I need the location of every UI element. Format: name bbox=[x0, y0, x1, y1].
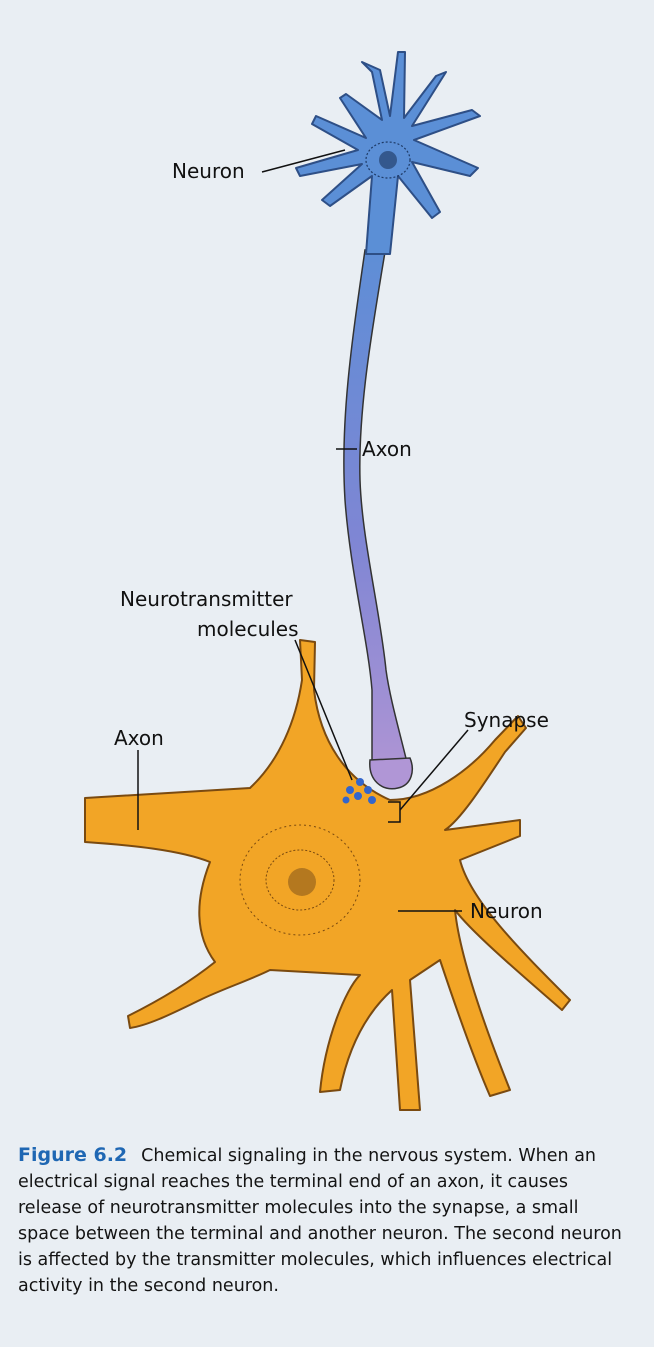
molecule bbox=[356, 778, 364, 786]
synapse-bracket bbox=[388, 801, 401, 823]
molecule bbox=[364, 786, 372, 794]
leader-neuron-top bbox=[261, 149, 346, 173]
neurotransmitter-molecules bbox=[342, 778, 376, 804]
neuron-bottom-body bbox=[84, 639, 571, 1111]
nucleus-top bbox=[365, 141, 411, 179]
label-neurotransmitter: Neurotransmitter bbox=[120, 587, 293, 611]
molecule bbox=[354, 792, 362, 800]
nucleus-bottom-outer bbox=[239, 824, 361, 936]
label-axon-bottom: Axon bbox=[114, 726, 164, 750]
leader-nt-molecules bbox=[294, 639, 353, 781]
label-molecules: molecules bbox=[197, 617, 299, 641]
nucleus-bottom bbox=[265, 849, 335, 911]
molecule bbox=[346, 786, 354, 794]
label-neuron-bottom: Neuron bbox=[470, 899, 543, 923]
figure-number: Figure 6.2 bbox=[18, 1144, 128, 1166]
molecule bbox=[368, 796, 376, 804]
nucleolus-bottom bbox=[288, 868, 316, 896]
label-neuron-top: Neuron bbox=[172, 159, 245, 183]
label-synapse: Synapse bbox=[464, 708, 549, 732]
label-axon-top: Axon bbox=[362, 437, 412, 461]
axon-terminal bbox=[369, 757, 413, 790]
axon-fiber bbox=[343, 249, 411, 780]
molecule bbox=[342, 796, 350, 804]
leader-synapse bbox=[399, 729, 469, 811]
caption-text: Chemical signaling in the nervous system… bbox=[18, 1146, 622, 1296]
nucleolus-top bbox=[379, 151, 397, 169]
